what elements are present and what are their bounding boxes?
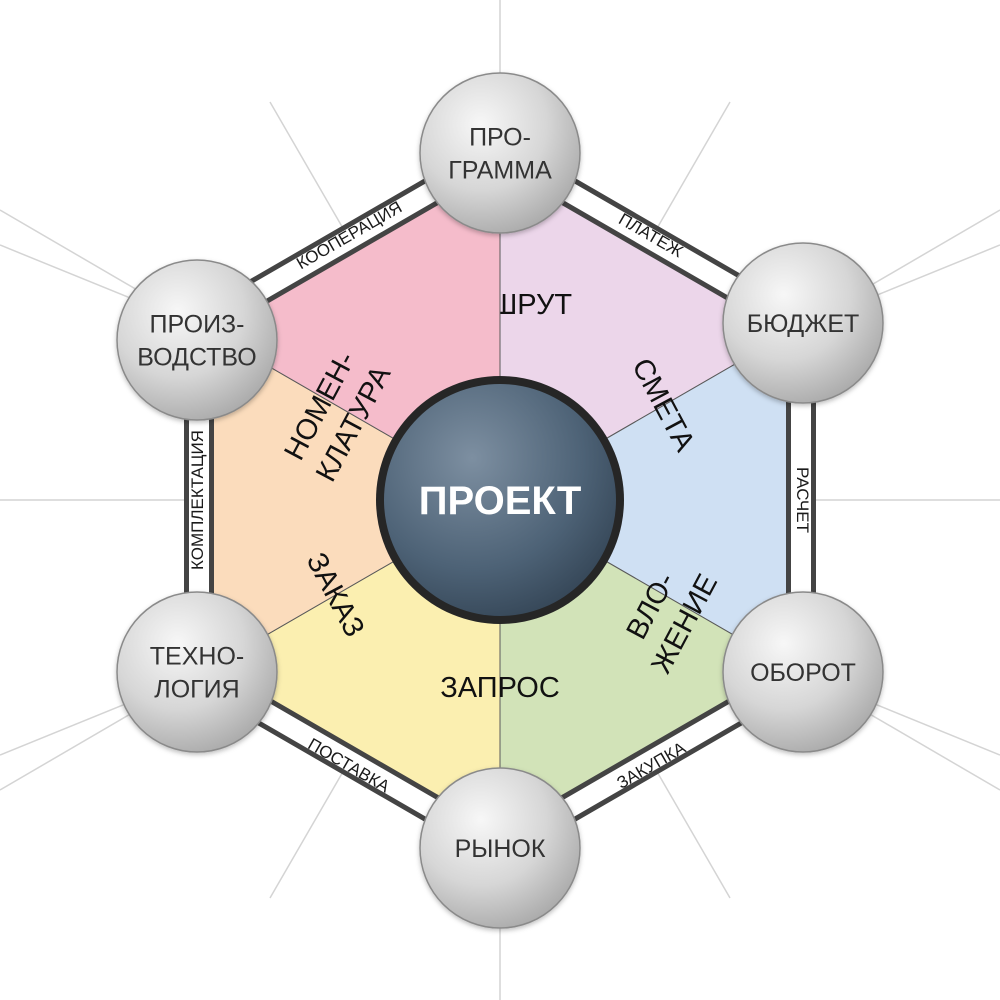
link-label-komplektaciya: КОМПЛЕКТАЦИЯ — [188, 430, 207, 570]
node-tekhnologiya: ТЕХНО- ЛОГИЯ — [116, 591, 278, 753]
node-label-rynok-line: РЫНОК — [455, 835, 546, 863]
node-rynok: РЫНОК — [419, 767, 581, 929]
node-proizvodstvo: ПРОИЗ- ВОДСТВО — [116, 259, 278, 421]
node-label-proizvodstvo: ПРОИЗ- ВОДСТВО — [137, 311, 256, 372]
node-label-tekhnologiya-line: ЛОГИЯ — [154, 676, 239, 704]
node-circle-proizvodstvo — [116, 259, 278, 421]
node-label-tekhnologiya: ТЕХНО- ЛОГИЯ — [150, 643, 244, 704]
node-circle-tekhnologiya — [116, 591, 278, 753]
node-budget: БЮДЖЕТ — [722, 242, 884, 404]
center-label: ПРОЕКТ — [419, 479, 582, 523]
nodes-group: ПРО- ГРАММА БЮДЖЕТ ОБОРОТ РЫНОК ТЕХНО- ЛОГИЯ ПР… — [116, 72, 884, 929]
node-label-budget: БЮДЖЕТ — [747, 310, 860, 338]
node-label-proizvodstvo-line: ВОДСТВО — [137, 344, 256, 372]
node-label-programma: ПРО- ГРАММА — [448, 124, 552, 185]
node-programma: ПРО- ГРАММА — [419, 72, 581, 234]
node-oborot: ОБОРОТ — [722, 591, 884, 753]
node-label-programma-line: ПРО- — [469, 124, 531, 152]
node-label-rynok: РЫНОК — [455, 835, 546, 863]
node-circle-oborot — [722, 591, 884, 753]
node-label-oborot-line: ОБОРОТ — [750, 659, 856, 687]
node-label-proizvodstvo-line: ПРОИЗ- — [150, 311, 245, 339]
node-label-tekhnologiya-line: ТЕХНО- — [150, 643, 244, 671]
node-label-programma-line: ГРАММА — [448, 157, 552, 185]
node-circle-rynok — [419, 767, 581, 929]
link-label-raschet: РАСЧЕТ — [793, 467, 812, 533]
node-circle-programma — [419, 72, 581, 234]
sector-label-zapros: ЗАПРОС — [440, 672, 560, 704]
node-label-budget-line: БЮДЖЕТ — [747, 310, 860, 338]
node-circle-budget — [722, 242, 884, 404]
center-node: ПРОЕКТ — [376, 376, 624, 624]
sector-label-zapros-line: ЗАПРОС — [440, 672, 560, 704]
node-label-oborot: ОБОРОТ — [750, 659, 856, 687]
